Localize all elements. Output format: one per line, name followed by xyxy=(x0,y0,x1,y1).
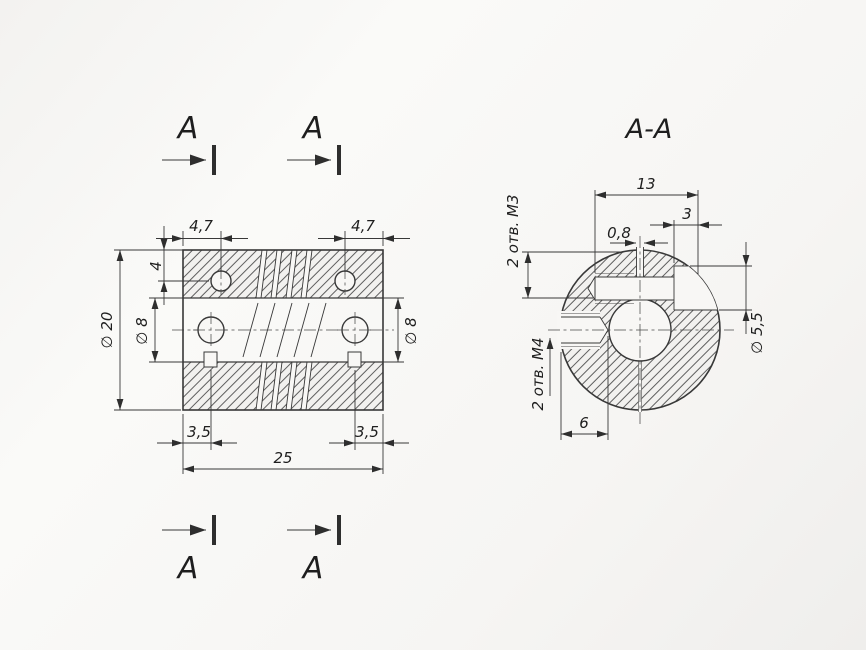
dim-label: 4 xyxy=(147,261,165,271)
clamp-slit-right xyxy=(347,351,362,368)
dim-4-7-right: 4,7 xyxy=(318,217,410,272)
dim-label: ∅ 8 xyxy=(402,317,420,344)
dim-label: ∅ 5,5 xyxy=(748,312,766,354)
cutting-plane-top-right: A xyxy=(287,111,341,175)
dim-0-8: 0,8 xyxy=(607,224,668,247)
dim-dia-8-left: ∅ 8 xyxy=(133,297,183,363)
dim-label: ∅ 20 xyxy=(98,312,116,349)
dim-label: 13 xyxy=(636,175,655,193)
dim-label: 25 xyxy=(273,449,292,467)
front-dimensions: 4,7 4,7 4 xyxy=(98,217,420,474)
section-dimensions: 13 3 0,8 2 отв. М3 xyxy=(504,175,766,440)
body-outline xyxy=(182,249,384,411)
dim-dia-5-5: ∅ 5,5 xyxy=(690,242,766,354)
dim-label: ∅ 8 xyxy=(133,317,151,344)
dim-m4: 2 отв. М4 xyxy=(529,337,554,411)
dim-label: 4,7 xyxy=(189,217,213,235)
counterbore-notch xyxy=(673,265,718,311)
dim-13: 13 xyxy=(594,175,699,274)
dim-25: 25 xyxy=(183,449,383,473)
dim-3-5-right: 3,5 xyxy=(329,370,409,474)
dim-3-5-left: 3,5 xyxy=(157,370,237,474)
section-view: A-A xyxy=(504,114,766,440)
helical-slots-top xyxy=(255,249,313,299)
dim-label: 3 xyxy=(682,205,692,223)
front-view: 4,7 4,7 4 xyxy=(98,217,420,474)
cutting-plane-bottom-right: A xyxy=(287,515,341,586)
dim-label: 3,5 xyxy=(187,423,211,441)
clamp-slit-left xyxy=(203,351,218,368)
cutting-plane-bottom-left: A xyxy=(162,515,216,586)
holes-m3-label: 2 отв. М3 xyxy=(504,194,522,267)
section-letter: A xyxy=(176,551,199,586)
dim-3: 3 xyxy=(650,205,722,263)
dim-4-7-left: 4,7 xyxy=(156,217,248,272)
dim-dia-8-right: ∅ 8 xyxy=(383,297,420,363)
m4-hole xyxy=(557,311,609,349)
hatch-bottom-band xyxy=(183,362,383,410)
section-letter: A xyxy=(176,111,199,146)
holes-m4-label: 2 отв. М4 xyxy=(529,337,547,410)
dim-label: 4,7 xyxy=(351,217,375,235)
dim-dia-20: ∅ 20 xyxy=(98,249,181,411)
dim-label: 3,5 xyxy=(355,423,379,441)
helix-lines xyxy=(242,302,327,358)
dim-m3: 2 отв. М3 xyxy=(504,194,624,299)
section-letter: A xyxy=(301,551,324,586)
front-body xyxy=(172,249,394,411)
section-letter: A xyxy=(301,111,324,146)
cutting-plane-marks: A A A A xyxy=(162,111,341,586)
dim-6: 6 xyxy=(560,336,609,440)
m3-hole xyxy=(587,273,674,304)
dim-label: 0,8 xyxy=(607,224,631,242)
section-title: A-A xyxy=(624,114,673,145)
dim-label: 6 xyxy=(579,414,589,432)
section-body xyxy=(548,236,734,424)
cutting-plane-top-left: A xyxy=(162,111,216,175)
